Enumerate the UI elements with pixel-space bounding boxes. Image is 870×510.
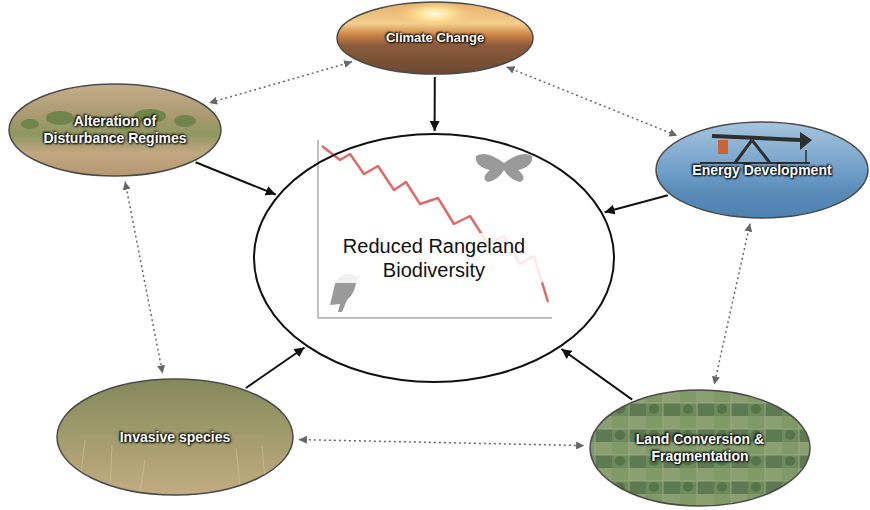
node-label: Climate Change <box>386 30 484 46</box>
node-label: Energy Development <box>692 162 831 179</box>
butterfly-silhouette <box>476 154 532 182</box>
node-label: Land Conversion & Fragmentation <box>625 431 775 465</box>
ellipse-node: Energy Development <box>656 122 868 218</box>
ellipse-node: Reduced Rangeland Biodiversity <box>254 134 614 382</box>
node-label: Reduced Rangeland Biodiversity <box>325 233 543 283</box>
solid-arrow <box>246 348 305 389</box>
solid-arrow <box>434 77 436 131</box>
ellipse-node: Alteration of Disturbance Regimes <box>9 84 221 176</box>
dotted-connector <box>507 67 678 136</box>
pumpjack-silhouette <box>700 132 812 163</box>
dotted-connector <box>209 62 352 103</box>
ellipse-node: Invasive species <box>57 379 293 495</box>
ellipse-node: Land Conversion & Fragmentation <box>590 390 810 506</box>
decline-chart <box>318 140 552 318</box>
dotted-connector <box>125 182 163 374</box>
solid-arrow <box>196 162 276 194</box>
node-label: Alteration of Disturbance Regimes <box>38 113 193 147</box>
solid-arrow <box>605 195 668 212</box>
ellipse-node: Climate Change <box>337 2 533 74</box>
solid-arrow <box>561 349 632 400</box>
node-label: Invasive species <box>120 429 231 446</box>
dotted-connector <box>299 440 584 446</box>
dotted-connector <box>714 224 750 385</box>
